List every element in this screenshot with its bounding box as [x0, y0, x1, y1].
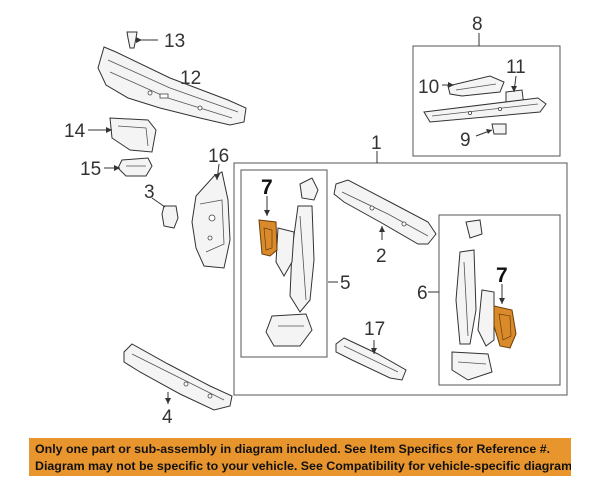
callout-14: 14: [64, 121, 86, 142]
callout-7-left: 7: [261, 176, 273, 199]
part-17-lower-bar: [335, 337, 407, 381]
part-12-upper-support: [97, 46, 247, 126]
callout-7-right: 7: [496, 264, 508, 287]
part-16-side-panel: [191, 163, 231, 269]
part-3-small-bracket: [151, 197, 179, 229]
part-10-bracket: [442, 75, 505, 97]
callout-10: 10: [418, 77, 439, 98]
part-8-rail: [423, 97, 547, 123]
part-13-clip: [126, 31, 158, 49]
group-box-1: [233, 162, 568, 396]
part-7-highlight-left: [258, 196, 278, 257]
group-box-5: [240, 169, 328, 358]
part-14-bracket: [88, 117, 157, 153]
callout-6: 6: [417, 283, 428, 304]
callout-9: 9: [460, 130, 471, 151]
callout-12: 12: [180, 68, 201, 89]
callout-15: 15: [80, 159, 101, 180]
callout-11: 11: [506, 57, 526, 78]
part-4-lower-crossmember: [123, 343, 233, 411]
callout-16: 16: [208, 146, 229, 167]
part-5-pillar-assembly: [265, 177, 319, 347]
part-9-clip: [475, 123, 507, 137]
part-2-cross-rail: [333, 179, 437, 245]
disclaimer-line-1: Only one part or sub-assembly in diagram…: [35, 442, 551, 456]
parts-diagram: 13 12 14 15 3 16 4 8 10 11 9 1 2 5 6 17 …: [64, 14, 568, 428]
disclaimer-line-2: Diagram may not be specific to your vehi…: [35, 458, 571, 473]
callout-17: 17: [364, 319, 385, 340]
group-box-8: [412, 45, 561, 157]
callout-2: 2: [376, 246, 387, 267]
disclaimer-banner: Only one part or sub-assembly in diagram…: [29, 438, 571, 476]
part-15-bracket: [104, 157, 153, 177]
part-7-highlight-right: [493, 284, 517, 349]
callout-1: 1: [371, 133, 382, 154]
callout-8: 8: [472, 14, 483, 35]
callout-13: 13: [164, 31, 185, 52]
group-box-6: [438, 214, 561, 386]
callout-5: 5: [340, 273, 351, 294]
part-6-pillar-assembly: [451, 219, 495, 381]
callout-3: 3: [144, 182, 155, 203]
callout-4: 4: [162, 407, 173, 428]
